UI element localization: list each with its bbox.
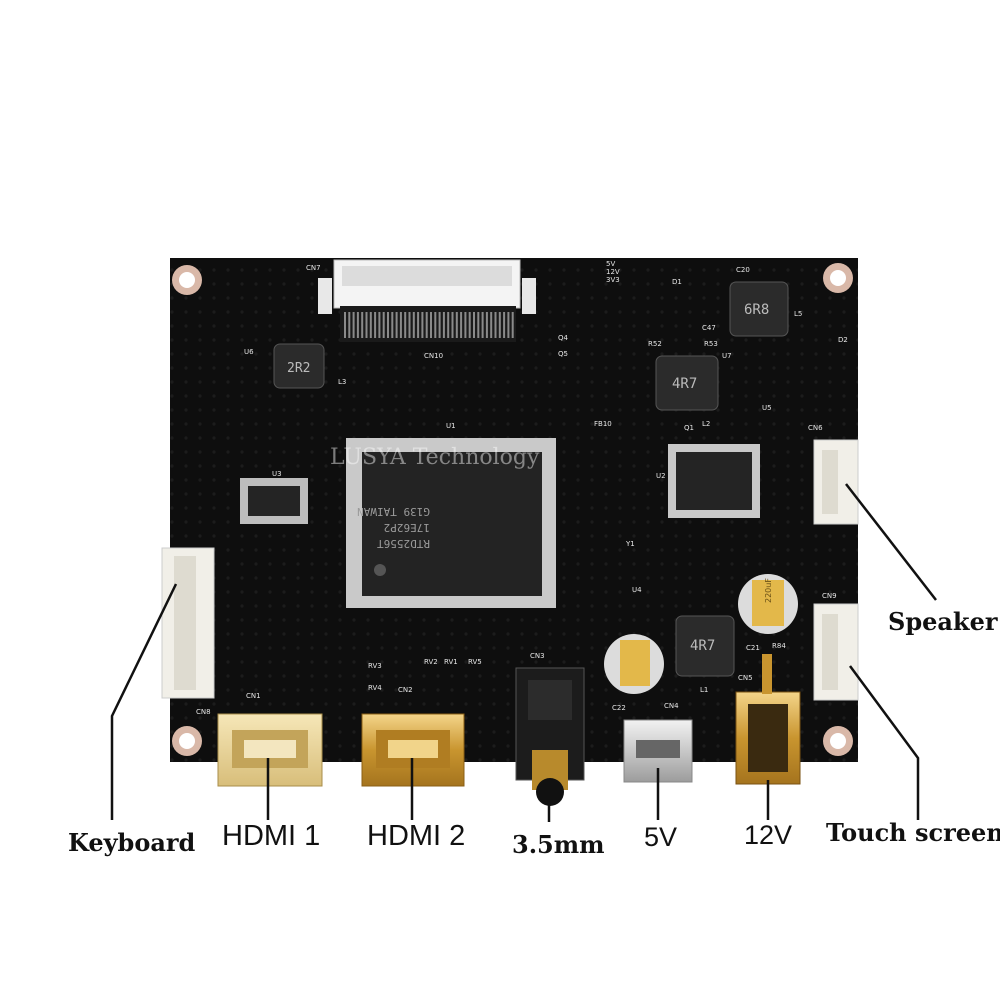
silk-rv2: RV2 (424, 658, 438, 666)
silk-u1: U1 (446, 422, 456, 430)
hdmi1-port (217, 713, 323, 787)
silk-q4: Q4 (558, 334, 569, 342)
speaker-connector-cn6 (813, 439, 859, 525)
silk-cn7: CN7 (306, 264, 321, 272)
inductor-l5: 6R8 (729, 281, 789, 337)
pointer-lines (110, 483, 937, 822)
micro-usb-5v (623, 719, 693, 783)
silk-r84: R84 (772, 642, 786, 650)
label-12v: 12V (744, 820, 793, 850)
silk-rv1: RV1 (444, 658, 458, 666)
mounting-holes (172, 263, 853, 756)
silk-l3: L3 (338, 378, 346, 386)
silk-cn2: CN2 (398, 686, 413, 694)
keyboard-pointer (110, 583, 178, 820)
silk-cn8: CN8 (196, 708, 211, 716)
silk-cn3: CN3 (530, 652, 545, 660)
silk-q1: Q1 (684, 424, 694, 432)
silk-rv4: RV4 (368, 684, 382, 692)
silk-12v: 12V (606, 268, 620, 276)
label-5v: 5V (644, 822, 678, 852)
silk-3v3: 3V3 (606, 276, 620, 284)
silk-q5: Q5 (558, 350, 568, 358)
touch-connector-cn9 (813, 603, 859, 701)
silk-r52: R52 (648, 340, 662, 348)
silk-cn1: CN1 (246, 692, 261, 700)
silkscreen: CN7 CN10 CN6 CN9 CN8 CN1 CN2 CN3 CN4 CN5… (196, 260, 848, 716)
silk-cn10: CN10 (424, 352, 443, 360)
main-chip-line1: RTD2556T (377, 537, 430, 550)
silk-y1: Y1 (625, 540, 635, 548)
silk-d1: D1 (672, 278, 682, 286)
silk-rv3: RV3 (368, 662, 382, 670)
silk-u5: U5 (762, 404, 772, 412)
barrel-jack-12v (735, 654, 801, 785)
silk-cn4: CN4 (664, 702, 679, 710)
silk-r53: R53 (704, 340, 718, 348)
silk-u2: U2 (656, 472, 666, 480)
cap-c21-value: 220uF (764, 578, 773, 603)
silk-c21: C21 (746, 644, 760, 652)
silk-u3: U3 (272, 470, 282, 478)
inductor-l1-value: 4R7 (690, 638, 715, 654)
inductor-l2-value: 4R7 (672, 376, 697, 392)
main-chip-u1: RTD2556T 17E62P2 G139 TAIWAN (346, 438, 556, 608)
silk-l1: L1 (700, 686, 708, 694)
inductor-l5-value: 6R8 (744, 302, 769, 318)
silk-d2: D2 (838, 336, 848, 344)
silk-cn6: CN6 (808, 424, 823, 432)
label-hdmi2: HDMI 2 (367, 820, 466, 852)
silk-u4: U4 (632, 586, 642, 594)
inductor-l3-value: 2R2 (287, 361, 310, 376)
label-keyboard: Keyboard (68, 828, 196, 857)
silk-c47: C47 (702, 324, 716, 332)
silk-cn9: CN9 (822, 592, 837, 600)
silk-u7: U7 (722, 352, 732, 360)
silk-l5: L5 (794, 310, 802, 318)
label-hdmi1: HDMI 1 (222, 820, 321, 852)
silk-c22: C22 (612, 704, 626, 712)
inductor-l3: 2R2 (273, 343, 325, 389)
speaker-pointer (845, 483, 937, 601)
label-touch-screen: Touch screen (826, 818, 1000, 847)
silk-rv5: RV5 (468, 658, 482, 666)
inductor-l2: 4R7 (655, 355, 719, 411)
touch-pointer (848, 665, 920, 820)
watermark: LUSYA Technology (330, 445, 540, 470)
main-chip-line3: G139 TAIWAN (357, 505, 430, 518)
silk-l2: L2 (702, 420, 710, 428)
silk-fb10: FB10 (594, 420, 612, 428)
keyboard-connector-cn8 (161, 547, 215, 699)
label-audio: 3.5mm (512, 830, 605, 859)
audio-jack (515, 667, 585, 806)
fpc-connector-cn7 (318, 259, 536, 342)
silk-c20: C20 (736, 266, 750, 274)
inductor-l1: 4R7 (675, 615, 735, 677)
silk-cn5: CN5 (738, 674, 753, 682)
silk-u6: U6 (244, 348, 254, 356)
label-speaker: Speaker (888, 607, 998, 636)
main-chip-line2: 17E62P2 (384, 521, 430, 534)
silk-5v: 5V (606, 260, 615, 268)
